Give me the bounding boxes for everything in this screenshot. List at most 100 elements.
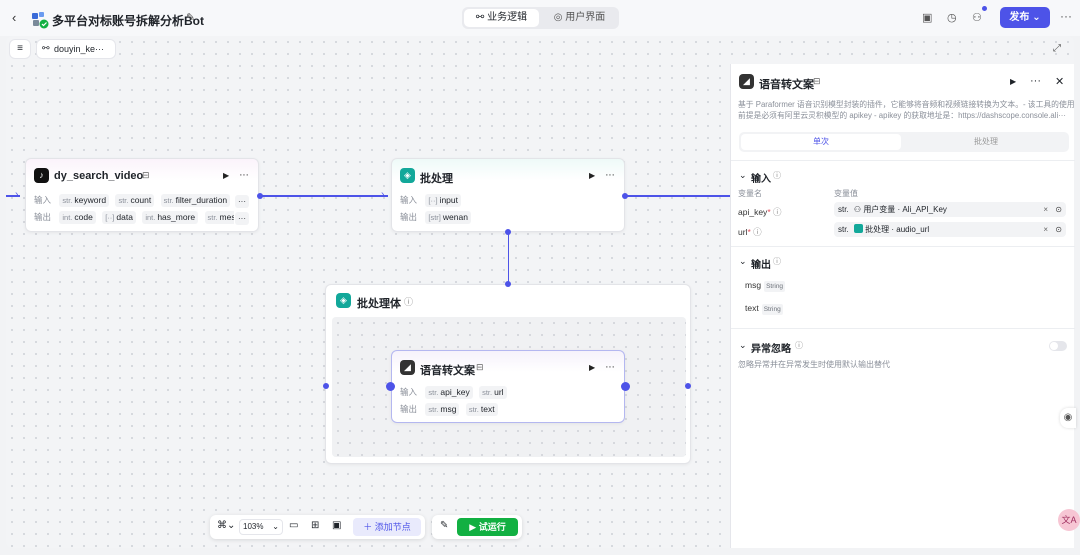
port-in[interactable] [323,383,329,389]
test-run-button[interactable]: ▶ 试运行 [457,518,518,536]
tiktok-icon: ♪ [34,168,49,183]
edge-batch-to-body [507,232,509,284]
col-value: 变量值 [834,189,858,198]
exception-section-title: 异常忽略 [751,344,791,355]
app-title: 多平台对标账号拆解分析Bot [52,14,204,28]
description-line-1: 基于 Paraformer 语音识别模型封装的插件，它能够将音频和视频链接转换为… [738,100,1075,109]
node-title: 语音转文案 [420,365,475,377]
node-output-row: 输出 str.msg str.text [400,403,502,417]
run-node-icon[interactable]: ▶ [589,363,596,372]
edge-left-in [6,195,20,197]
info-icon[interactable]: ⓘ [773,171,781,180]
plugin-icon: ⊟ [813,76,821,86]
port-top[interactable] [505,281,511,287]
tab-business-logic[interactable]: ⚯ 业务逻辑 [464,9,539,27]
arrow-icon: › [15,189,19,200]
publish-button[interactable]: 发布 ⌄ [1000,7,1050,28]
info-icon[interactable]: ⓘ [795,341,803,350]
run-node-icon[interactable]: ▶ [1010,77,1017,86]
node-speech-to-text[interactable]: ◢ 语音转文案 ⊟ ▶ ··· 输入 str.api_key str.url 输… [391,350,625,423]
mouse-mode-icon[interactable]: ⌘⌄ [217,520,236,531]
edge-search-to-batch [260,195,388,197]
assistant-handle-icon[interactable]: ◉ [1060,408,1076,428]
param-name: api_key* ⓘ [738,207,782,217]
breadcrumb[interactable]: ⚯ douyin_ke··· [37,40,115,58]
tab-batch[interactable]: 批处理 [974,137,998,146]
preview-icon[interactable]: ▣ [922,12,933,24]
bot-logo-icon [32,12,49,29]
play-icon: ▶ [469,522,477,532]
node-more-icon[interactable]: ··· [605,361,615,373]
node-output-row: 输出 int.code [··]data int.has_more str.me… [34,211,234,225]
back-arrow-icon[interactable]: ‹ [12,10,17,25]
info-icon[interactable]: ⓘ [773,257,781,266]
batch-icon: ◈ [400,168,415,183]
node-title: 批处理体 [357,298,401,310]
tab-user-interface[interactable]: ◎ 用户界面 [553,12,606,23]
more-icon[interactable]: ··· [1030,75,1041,87]
node-input-row: 输入 str.api_key str.url [400,386,511,400]
tab-single[interactable]: 单次 [741,134,901,150]
reference-icon[interactable]: ⊙ [1055,205,1062,214]
add-node-button[interactable]: ＋ 添加节点 [353,518,421,536]
history-icon[interactable]: ◷ [947,12,957,24]
workflow-icon: ⚯ [42,43,50,53]
output-section-title: 输出 [751,260,771,271]
debug-icon[interactable]: ✎ [440,520,449,531]
run-node-icon[interactable]: ▶ [589,171,596,180]
chevron-down-icon[interactable]: ⌄ [739,340,747,350]
close-icon[interactable]: ✕ [1055,76,1065,88]
panel-title: 语音转文案 [759,79,814,91]
comment-icon[interactable]: ▭ [289,520,299,531]
more-params-icon[interactable]: ··· [235,195,249,208]
user-icon: ⚇ [853,205,862,214]
exception-toggle[interactable] [1049,341,1067,351]
edge-batch-out [625,195,730,197]
run-node-icon[interactable]: ▶ [223,171,230,180]
layout-icon[interactable]: ⊞ [311,520,320,531]
node-more-icon[interactable]: ··· [605,169,615,181]
fullscreen-icon[interactable]: ⤢ [1053,43,1061,54]
breadcrumb-label: douyin_ke··· [54,44,105,54]
minimap-icon[interactable]: ▣ [332,520,342,531]
node-batch[interactable]: ◈ 批处理 ▶ ··· 输入 [··]input 输出 [str]wenan [391,158,625,232]
port-out[interactable] [622,193,628,199]
input-section-title: 输入 [751,174,771,185]
collaborators-icon[interactable]: ⚇ [972,12,982,24]
zoom-select[interactable]: 103% ⌄ [239,519,283,535]
param-name: url* ⓘ [738,227,762,237]
reference-icon[interactable]: ⊙ [1055,225,1062,234]
edit-icon[interactable]: ✎ [186,12,196,24]
arrow-icon: › [381,189,385,200]
info-icon[interactable]: ⓘ [404,297,414,307]
chevron-down-icon[interactable]: ⌄ [739,256,747,266]
more-options-icon[interactable]: ··· [1060,9,1072,23]
param-value-field[interactable]: str. 批处理 · audio_url × ⊙ [834,222,1066,237]
translate-icon[interactable]: 文A [1058,509,1080,531]
port-out[interactable] [685,383,691,389]
port-out[interactable] [257,193,263,199]
node-input-row: 输入 [··]input [400,194,465,208]
batch-icon [853,224,863,233]
plugin-icon: ⊟ [476,362,484,372]
chevron-down-icon[interactable]: ⌄ [739,170,747,180]
node-config-panel: ◢ 语音转文案 ⊟ ▶ ··· ✕ 基于 Paraformer 语音识别模型封装… [730,64,1075,548]
port-in[interactable] [386,382,395,391]
node-dy-search-video[interactable]: ♪ dy_search_video ⊟ ▶ ··· 输入 str.keyword… [25,158,259,232]
node-more-icon[interactable]: ··· [239,169,249,181]
param-value-field[interactable]: str. ⚇ 用户变量 · Ali_API_Key × ⊙ [834,202,1066,217]
port-out[interactable] [621,382,630,391]
col-name: 变量名 [738,189,762,198]
toggle-sidebar-icon[interactable]: ≡ [10,40,30,58]
port-bottom[interactable] [505,229,511,235]
plus-icon: ＋ [363,522,373,532]
mode-tabs: 单次 批处理 [739,132,1069,152]
clear-icon[interactable]: × [1043,205,1048,214]
node-title: dy_search_video [54,170,144,182]
node-input-row: 输入 str.keyword str.count str.filter_dura… [34,194,234,208]
clear-icon[interactable]: × [1043,225,1048,234]
more-outputs-icon[interactable]: ··· [235,212,249,225]
top-bar: ‹ 多平台对标账号拆解分析Bot ✎ ⚯ 业务逻辑 ◎ 用户界面 ▣ ◷ ⚇ 发… [0,0,1080,36]
chevron-down-icon: ⌄ [272,522,279,531]
